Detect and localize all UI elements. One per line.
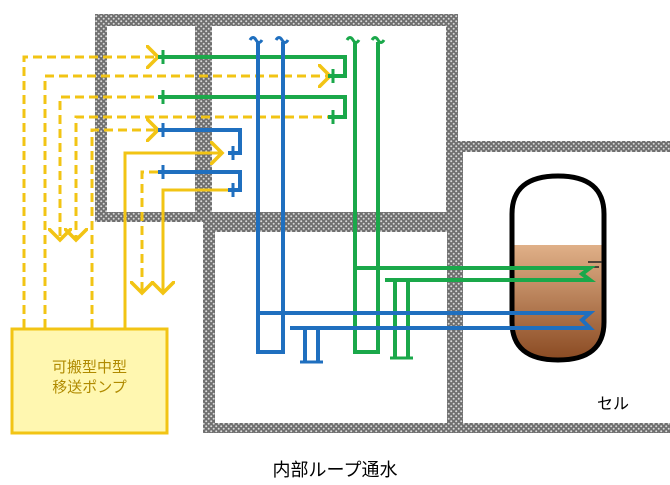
pump-label-line2: 移送ポンプ: [52, 378, 127, 396]
yellow-line-1: [22, 57, 158, 328]
diagram-caption: 内部ループ通水: [272, 460, 398, 481]
yellow-line-3: [90, 130, 158, 328]
yellow-line-4: [123, 153, 222, 328]
pump-box: [10, 327, 169, 435]
cell-label: セル: [597, 394, 630, 413]
yellow-line-8: [163, 188, 235, 293]
pump-label-line1: 可搬型中型: [51, 358, 127, 376]
yellow-line-2: [43, 76, 330, 328]
pump-label: 可搬型中型 移送ポンプ: [12, 357, 167, 397]
green-piping: [158, 36, 596, 360]
yellow-line-6: [76, 115, 336, 240]
building-walls: [95, 14, 670, 433]
blue-piping: [158, 36, 596, 364]
pump-lines: [22, 57, 336, 328]
yellow-line-7: [142, 170, 158, 293]
